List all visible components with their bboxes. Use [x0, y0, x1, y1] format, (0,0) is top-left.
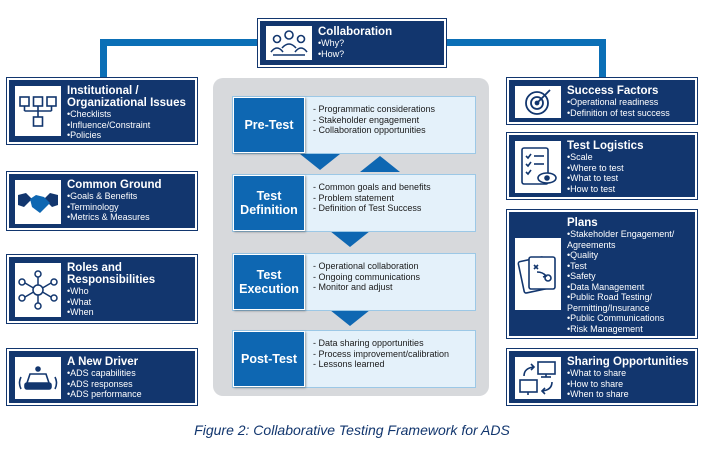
target-icon: [515, 86, 561, 118]
stage-item: Common goals and benefits: [313, 182, 473, 193]
test-logistics-item: Where to test: [567, 163, 691, 174]
collaboration-box: Collaboration Why? How?: [258, 19, 446, 67]
stage-item: Monitor and adjust: [313, 282, 473, 293]
stage-label: Pre-Test: [233, 97, 305, 153]
stage-item: Collaboration opportunities: [313, 125, 473, 136]
success-factors-item: Definition of test success: [567, 108, 691, 119]
down-arrow: [330, 231, 370, 247]
stage-item: Programmatic considerations: [313, 104, 473, 115]
play-diagram-icon: [515, 238, 561, 310]
test-logistics-title: Test Logistics: [567, 140, 644, 152]
plans-title: Plans: [567, 217, 598, 229]
stage-pre-test: Pre-Test Programmatic considerations Sta…: [232, 96, 476, 154]
plans-item: Test: [567, 261, 691, 272]
plans-box: Plans Stakeholder Engagement/ Agreements…: [507, 210, 697, 338]
collaboration-item: How?: [318, 49, 440, 60]
handshake-icon: [15, 180, 61, 224]
up-arrow: [360, 156, 400, 172]
sharing-computers-icon: [515, 357, 561, 399]
success-factors-box: Success Factors Operational readiness De…: [507, 78, 697, 124]
stage-item: Lessons learned: [313, 359, 473, 370]
roles-item: What: [67, 297, 191, 308]
stage-item: Operational collaboration: [313, 261, 473, 272]
team-meeting-icon: [266, 26, 312, 60]
autonomous-car-icon: [15, 357, 61, 399]
sharing-opportunities-box: Sharing Opportunities What to share How …: [507, 349, 697, 405]
new-driver-item: ADS responses: [67, 379, 191, 390]
figure-caption: Figure 2: Collaborative Testing Framewor…: [194, 422, 510, 438]
new-driver-item: ADS performance: [67, 389, 191, 400]
plans-item: Stakeholder Engagement/ Agreements: [567, 229, 691, 250]
org-chart-icon: [15, 86, 61, 136]
institutional-title-line: Institutional /: [67, 85, 139, 97]
new-driver-title: A New Driver: [67, 356, 139, 368]
connector-left-vertical: [100, 39, 107, 79]
stage-item: Problem statement: [313, 193, 473, 204]
common-ground-item: Metrics & Measures: [67, 212, 191, 223]
stage-item: Data sharing opportunities: [313, 338, 473, 349]
collaboration-title: Collaboration: [318, 26, 393, 38]
common-ground-box: Common Ground Goals & Benefits Terminolo…: [7, 172, 197, 230]
down-arrow: [300, 154, 340, 170]
success-factors-item: Operational readiness: [567, 97, 691, 108]
institutional-item: Policies: [67, 130, 191, 141]
plans-item: Quality: [567, 250, 691, 261]
plans-item: Safety: [567, 271, 691, 282]
plans-item: Public Communications: [567, 313, 691, 324]
collaboration-item: Why?: [318, 38, 440, 49]
test-logistics-item: Scale: [567, 152, 691, 163]
roles-item: When: [67, 307, 191, 318]
connector-right-vertical: [599, 39, 606, 79]
sharing-item: What to share: [567, 368, 691, 379]
common-ground-title: Common Ground: [67, 179, 162, 191]
stage-item: Definition of Test Success: [313, 203, 473, 214]
test-logistics-box: Test Logistics Scale Where to test What …: [507, 133, 697, 199]
sharing-title: Sharing Opportunities: [567, 356, 689, 368]
plans-item: Public Road Testing/ Permitting/Insuranc…: [567, 292, 691, 313]
stage-item: Ongoing communications: [313, 272, 473, 283]
down-arrow: [330, 310, 370, 326]
test-logistics-item: What to test: [567, 173, 691, 184]
stage-item: Process improvement/calibration: [313, 349, 473, 360]
roles-title-line: Roles and: [67, 262, 122, 274]
common-ground-item: Goals & Benefits: [67, 191, 191, 202]
stage-item: Stakeholder engagement: [313, 115, 473, 126]
plans-item: Risk Management: [567, 324, 691, 335]
new-driver-item: ADS capabilities: [67, 368, 191, 379]
network-hub-icon: [15, 263, 61, 317]
sharing-item: How to share: [567, 379, 691, 390]
roles-title-line: Responsibilities: [67, 274, 156, 286]
plans-item: Data Management: [567, 282, 691, 293]
institutional-title-line: Organizational Issues: [67, 97, 186, 109]
checklist-eye-icon: [515, 141, 561, 193]
test-logistics-item: How to test: [567, 184, 691, 195]
stage-post-test: Post-Test Data sharing opportunities Pro…: [232, 330, 476, 388]
success-factors-title: Success Factors: [567, 85, 659, 97]
institutional-item: Checklists: [67, 109, 191, 120]
common-ground-item: Terminology: [67, 202, 191, 213]
sharing-item: When to share: [567, 389, 691, 400]
roles-box: Roles and Responsibilities Who What When: [7, 255, 197, 323]
institutional-issues-box: Institutional / Organizational Issues Ch…: [7, 78, 197, 144]
stage-label: Post-Test: [233, 331, 305, 387]
roles-item: Who: [67, 286, 191, 297]
institutional-item: Influence/Constraint: [67, 120, 191, 131]
new-driver-box: A New Driver ADS capabilities ADS respon…: [7, 349, 197, 405]
